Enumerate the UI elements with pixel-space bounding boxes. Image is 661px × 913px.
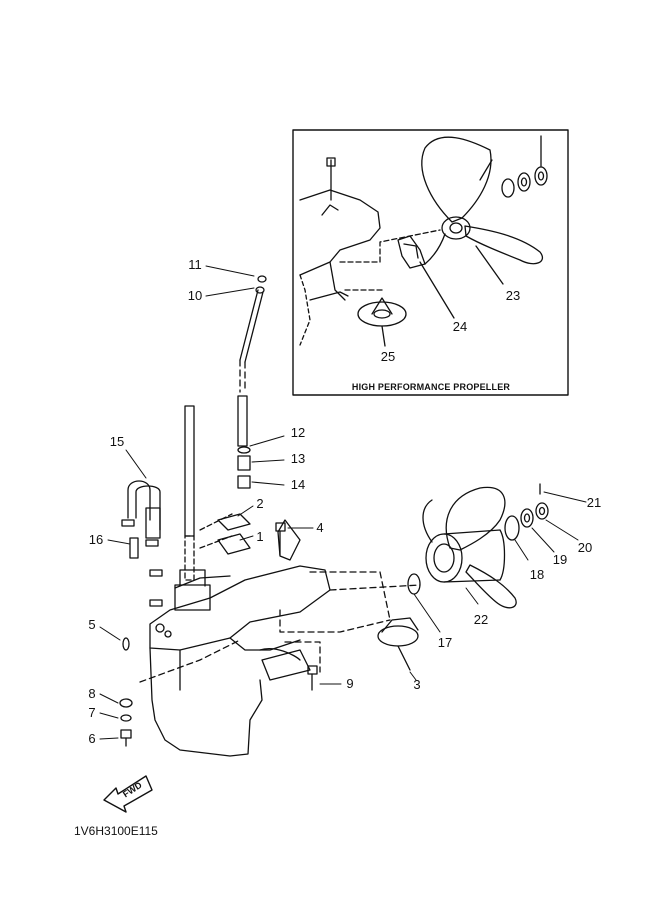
callout-3: 3 (413, 677, 421, 692)
screw-part-9 (307, 665, 318, 691)
anode-part-3 (377, 617, 419, 671)
washers-18-20 (504, 502, 549, 541)
inset-title: HIGH PERFORMANCE PROPELLER (351, 382, 511, 392)
callout-7: 7 (88, 705, 96, 720)
callout-25: 25 (380, 349, 396, 364)
callout-23: 23 (505, 288, 521, 303)
callout-9: 9 (346, 676, 354, 691)
screw-part-4 (275, 522, 286, 556)
callout-14: 14 (290, 477, 306, 492)
inset-panel (292, 129, 569, 396)
callout-17: 17 (437, 635, 453, 650)
hook-part-15 (127, 480, 161, 539)
callout-1: 1 (256, 529, 264, 544)
leader-lines (99, 265, 587, 740)
callout-18: 18 (529, 567, 545, 582)
washer-and-nut-set (501, 135, 548, 198)
grommet-parts-1-2 (199, 513, 251, 555)
callout-5: 5 (88, 617, 96, 632)
callout-19: 19 (552, 552, 568, 567)
callout-2: 2 (256, 496, 264, 511)
lower-casing (149, 519, 331, 757)
spacer-part-25 (357, 297, 407, 327)
callout-20: 20 (577, 540, 593, 555)
callout-6: 6 (88, 731, 96, 746)
water-tube-assembly (237, 275, 267, 489)
callout-16: 16 (88, 532, 104, 547)
drawing-code: 1V6H3100E115 (74, 824, 158, 838)
fwd-arrow-icon (103, 775, 153, 813)
callout-8: 8 (88, 686, 96, 701)
callout-21: 21 (586, 495, 602, 510)
callout-13: 13 (290, 451, 306, 466)
callout-24: 24 (452, 319, 468, 334)
fasteners-5-8 (119, 637, 133, 747)
alignment-lines (139, 571, 421, 683)
callout-10: 10 (187, 288, 203, 303)
callout-15: 15 (109, 434, 125, 449)
callout-12: 12 (290, 425, 306, 440)
callout-11: 11 (188, 257, 202, 272)
propeller-part-23 (421, 136, 544, 265)
callout-4: 4 (316, 520, 324, 535)
drive-shaft (184, 405, 195, 581)
clip-parts-16 (121, 519, 163, 607)
callout-22: 22 (473, 612, 489, 627)
washer-part-17 (407, 573, 421, 595)
propeller-part-22 (422, 486, 517, 609)
